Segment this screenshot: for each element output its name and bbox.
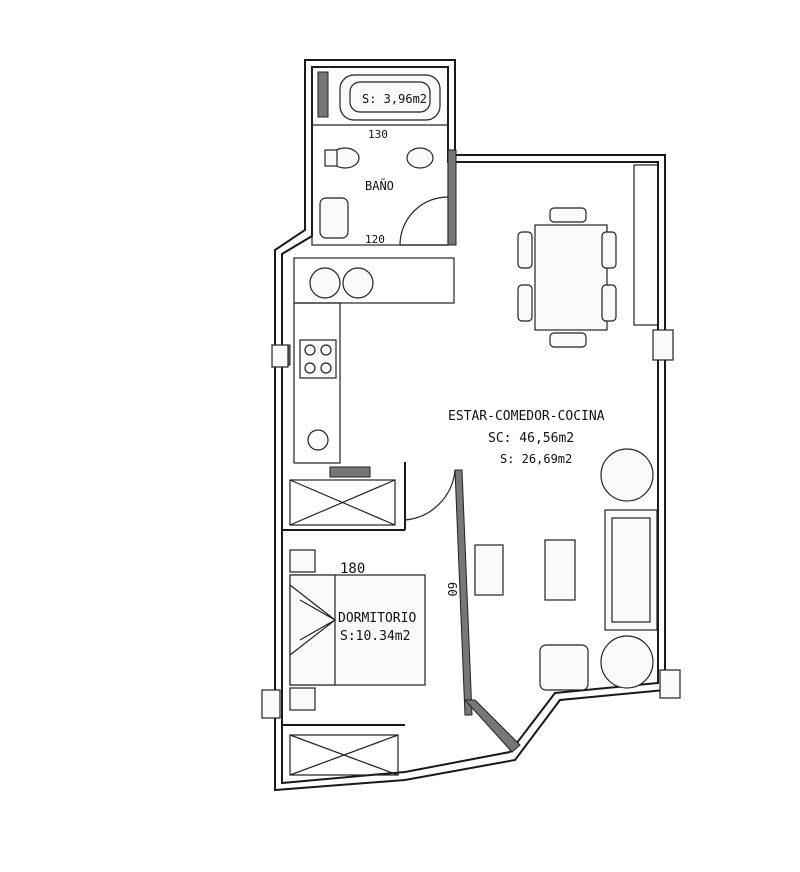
bathroom xyxy=(311,66,457,246)
bed xyxy=(289,549,426,711)
wardrobe-dimension: 60 xyxy=(445,582,459,596)
estar-name-label: ESTAR-COMEDOR-COCINA xyxy=(448,409,605,424)
bidet xyxy=(406,147,434,169)
bano-top-dimension: 130 xyxy=(368,128,388,141)
bano-area-label: S: 3,96m2 xyxy=(362,92,427,106)
living-furniture xyxy=(474,164,659,691)
dining-table xyxy=(517,207,617,348)
dorm-width-dimension: 180 xyxy=(340,561,365,577)
bano-name-label: BAÑO xyxy=(365,178,394,193)
bedroom-walls xyxy=(282,462,521,753)
columns xyxy=(261,329,681,719)
dormitorio-name-label: DORMITORIO xyxy=(338,611,416,626)
estar-s-label: S: 26,69m2 xyxy=(500,452,572,466)
sink xyxy=(319,197,349,239)
bano-bottom-dimension: 120 xyxy=(365,233,385,246)
kitchen-counter xyxy=(279,257,455,464)
wardrobes xyxy=(289,466,399,776)
dormitorio-area-label: S:10.34m2 xyxy=(340,629,410,644)
estar-sc-label: SC: 46,56m2 xyxy=(488,431,574,446)
